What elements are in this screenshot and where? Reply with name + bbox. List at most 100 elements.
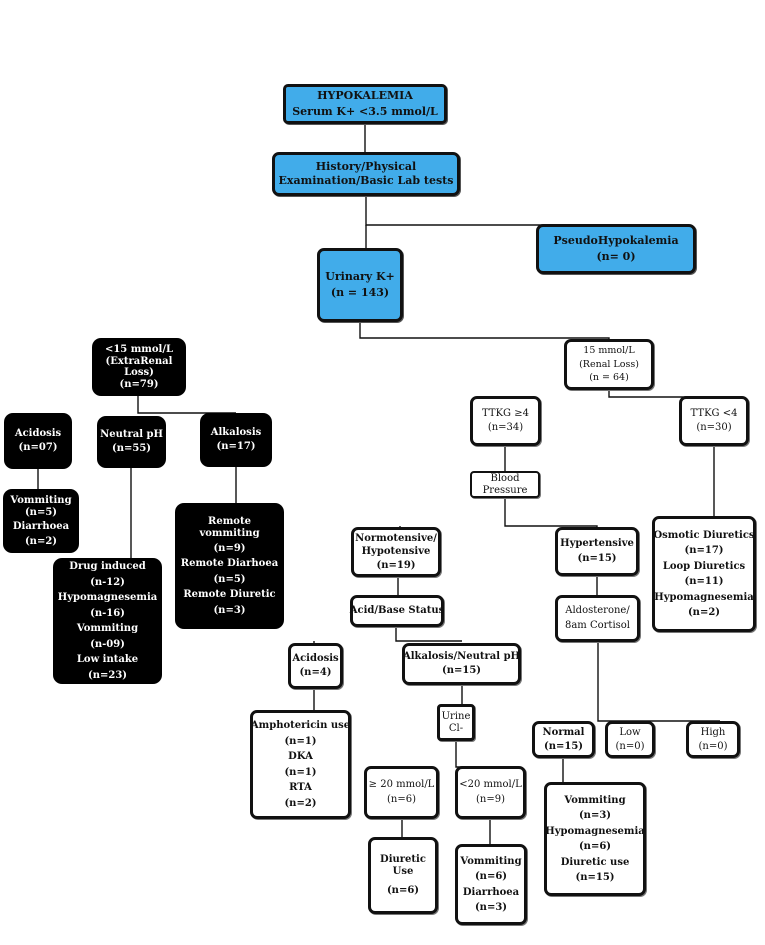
cause-text: Vommiting [460, 855, 522, 867]
aldosterone-line2: 8am Cortisol [564, 619, 630, 631]
er-neutral-ph-node: Neutral pH (n=55) [97, 416, 166, 468]
cause-text: Diuretic [380, 853, 426, 865]
bp-line2: Pressure [482, 484, 528, 496]
r-acidosis-label: Acidosis [292, 652, 339, 664]
ttkg-high-label: TTKG ≥4 [482, 407, 529, 419]
cause-text: DKA [288, 751, 313, 762]
er-alkalosis-count: (n=17) [216, 441, 256, 452]
renal-loss-node: 15 mmol/L (Renal Loss) (n = 64) [564, 339, 654, 390]
connector-aldo-split [597, 640, 720, 722]
ttkg-low-label: TTKG <4 [690, 407, 738, 419]
bp-line1: Blood [490, 473, 520, 484]
cause-text: Vommiting [10, 495, 72, 506]
connector-renal-split [608, 388, 713, 398]
extrarenal-count: (n=79) [119, 378, 159, 390]
root-hypokalemia-node: HYPOKALEMIA Serum K+ <3.5 mmol/L [283, 84, 447, 124]
cause-text: Hypomagnesemia [654, 591, 754, 603]
cause-text: Use [392, 866, 414, 878]
urine-cl-line1: Urine [441, 711, 471, 722]
cause-text: vommiting [199, 527, 260, 539]
renal-line2: (Renal Loss) [579, 358, 639, 370]
pseudohypokalemia-node: PseudoHypokalemia (n= 0) [536, 224, 696, 274]
cause-count: (n=1) [284, 735, 317, 747]
cause-text: Low intake [76, 654, 139, 665]
renal-line1: 15 mmol/L [583, 344, 635, 356]
cause-count: (n=11) [684, 576, 724, 587]
urinary-count: (n = 143) [330, 286, 390, 299]
urine-chloride-node: Urine Cl- [437, 704, 475, 741]
aldo-normal-causes-node: Vommiting (n=3) Hypomagnesemia (n=6) Diu… [544, 782, 646, 896]
cl-low-label: <20 mmol/L [459, 779, 522, 790]
cause-text: Drug induced [69, 561, 146, 572]
er-alkalosis-node: Alkalosis (n=17) [200, 413, 272, 467]
cause-count: (n=3) [213, 604, 246, 616]
aldo-low-label: Low [619, 727, 641, 738]
ttkg-high-count: (n=34) [487, 422, 524, 433]
root-title: HYPOKALEMIA [317, 89, 413, 103]
cause-text: Diarrhoea [462, 886, 520, 898]
connector-extrarenal-split [137, 393, 236, 414]
cause-text: Amphotericin use [250, 720, 351, 731]
ttkg-low-node: TTKG <4 (n=30) [679, 396, 749, 446]
ttkg-high-node: TTKG ≥4 (n=34) [470, 396, 541, 446]
cause-text: Hypomagnesemia [57, 592, 158, 603]
cause-count: (n=6) [578, 841, 612, 852]
blood-pressure-node: Blood Pressure [470, 471, 540, 498]
r-alkalosis-count: (n=15) [441, 665, 482, 676]
acid-base-status-node: Acid/Base Status [350, 595, 444, 627]
r-acidosis-count: (n=4) [299, 667, 332, 678]
cl-high-node: ≥ 20 mmol/L (n=6) [364, 766, 439, 819]
connector-urine-split [455, 740, 490, 768]
aldo-high-node: High (n=0) [686, 721, 740, 758]
urine-cl-line2: Cl- [448, 722, 464, 734]
aldo-normal-node: Normal (n=15) [532, 721, 595, 758]
aldosterone-cortisol-node: Aldosterone/ 8am Cortisol [555, 595, 640, 642]
cl-high-label: ≥ 20 mmol/L [368, 779, 435, 790]
r-acidosis-node: Acidosis (n=4) [288, 643, 343, 689]
pseudo-count: (n= 0) [596, 250, 636, 263]
cause-count: (n=9) [213, 542, 246, 554]
cause-count: (n=6) [386, 884, 420, 896]
aldo-high-count: (n=0) [698, 740, 728, 752]
er-alkalosis-causes-node: Remote vommiting (n=9) Remote Diarhoea (… [175, 503, 284, 629]
normotensive-line1: Normotensive/ [355, 532, 437, 544]
cause-count: (n-09) [90, 638, 125, 650]
aldosterone-line1: Aldosterone/ [565, 605, 630, 616]
er-neutral-causes-node: Drug induced (n-12) Hypomagnesemia (n-16… [53, 558, 162, 684]
er-acidosis-count: (n=07) [18, 442, 58, 453]
cause-count: (n=3) [578, 810, 612, 821]
history-line2: Examination/Basic Lab tests [278, 174, 454, 187]
pseudo-label: PseudoHypokalemia [553, 234, 679, 248]
connector-acidbase-split [395, 625, 462, 642]
extrarenal-line3: Loss) [124, 367, 154, 378]
cause-text: Diarrhoea [12, 521, 70, 532]
r-alkalosis-label: Alkalosis/Neutral pH [403, 650, 521, 662]
urinary-label: Urinary K+ [325, 270, 395, 284]
cause-count: (n=17) [684, 545, 724, 556]
extrarenal-line1: <15 mmol/L [104, 344, 174, 355]
er-neutral-label: Neutral pH [100, 428, 163, 440]
urinary-k-node: Urinary K+ (n = 143) [317, 248, 403, 322]
cause-text: Remote Diarhoea [180, 558, 279, 569]
aldo-low-node: Low (n=0) [605, 721, 655, 758]
hypertensive-label: Hypertensive [560, 538, 634, 549]
aldo-normal-count: (n=15) [543, 740, 584, 752]
acid-base-label: Acid/Base Status [349, 604, 445, 616]
cause-count: (n=23) [87, 669, 128, 681]
renal-count: (n = 64) [589, 372, 629, 384]
cl-high-causes-node: Diuretic Use (n=6) [368, 837, 438, 914]
cl-high-count: (n=6) [387, 793, 416, 805]
cause-count: (n=1) [284, 766, 317, 778]
hypertensive-node: Hypertensive (n=15) [555, 527, 639, 576]
er-neutral-count: (n=55) [111, 443, 152, 454]
r-acidosis-causes-node: Amphotericin use (n=1) DKA (n=1) RTA (n=… [250, 710, 351, 819]
cl-low-causes-node: Vommiting (n=6) Diarrhoea (n=3) [455, 844, 527, 925]
normotensive-count: (n=19) [376, 559, 416, 571]
cause-count: (n=2) [24, 535, 58, 547]
cause-text: Diuretic use [560, 856, 630, 868]
connector-urinary-split [359, 320, 610, 340]
extrarenal-line2: (ExtraRenal [105, 355, 173, 367]
ttkg-low-causes-node: Osmotic Diuretics (n=17) Loop Diuretics … [652, 516, 756, 632]
cause-text: Vommiting [564, 794, 626, 806]
history-line1: History/Physical [315, 159, 417, 173]
